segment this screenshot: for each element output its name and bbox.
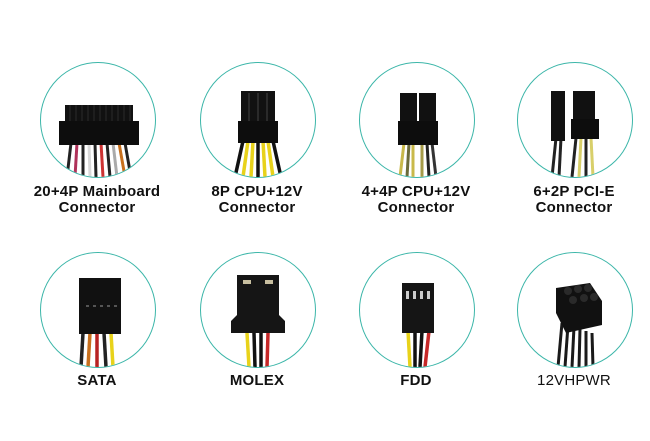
fdd-connector-icon	[359, 252, 475, 368]
label-line-1: 8P CPU+12V	[211, 183, 303, 200]
connector-label-cpu8: 8P CPU+12V Connector	[177, 184, 337, 216]
connector-label-12vhpwr: 12VHPWR	[494, 373, 650, 389]
connector-label-pcie: 6+2P PCI-E Connector	[494, 184, 650, 216]
label-line-2: Connector	[377, 199, 455, 216]
label-line-1: SATA	[77, 372, 117, 389]
atx-24pin-connector-icon	[40, 62, 156, 178]
eps-8pin-connector-icon	[200, 62, 316, 178]
sata-connector-icon	[40, 252, 156, 368]
label-line-1: 12VHPWR	[537, 372, 611, 389]
label-line-1: FDD	[400, 372, 432, 389]
connector-label-fdd: FDD	[336, 373, 496, 389]
label-line-1: 4+4P CPU+12V	[361, 183, 471, 200]
molex-connector-icon	[200, 252, 316, 368]
connector-label-molex: MOLEX	[177, 373, 337, 389]
connector-label-mainboard: 20+4P Mainboard Connector	[17, 184, 177, 216]
12vhpwr-connector-icon	[517, 252, 633, 368]
label-line-2: Connector	[535, 199, 613, 216]
label-line-1: 6+2P PCI-E	[533, 183, 615, 200]
eps-4plus4-connector-icon	[359, 62, 475, 178]
label-line-1: MOLEX	[229, 372, 285, 389]
label-line-2: Connector	[58, 199, 136, 216]
label-line-2: Connector	[218, 199, 296, 216]
connector-label-cpu44: 4+4P CPU+12V Connector	[336, 184, 496, 216]
connector-label-sata: SATA	[17, 373, 177, 389]
pcie-6plus2-connector-icon	[517, 62, 633, 178]
label-line-1: 20+4P Mainboard	[33, 183, 161, 200]
